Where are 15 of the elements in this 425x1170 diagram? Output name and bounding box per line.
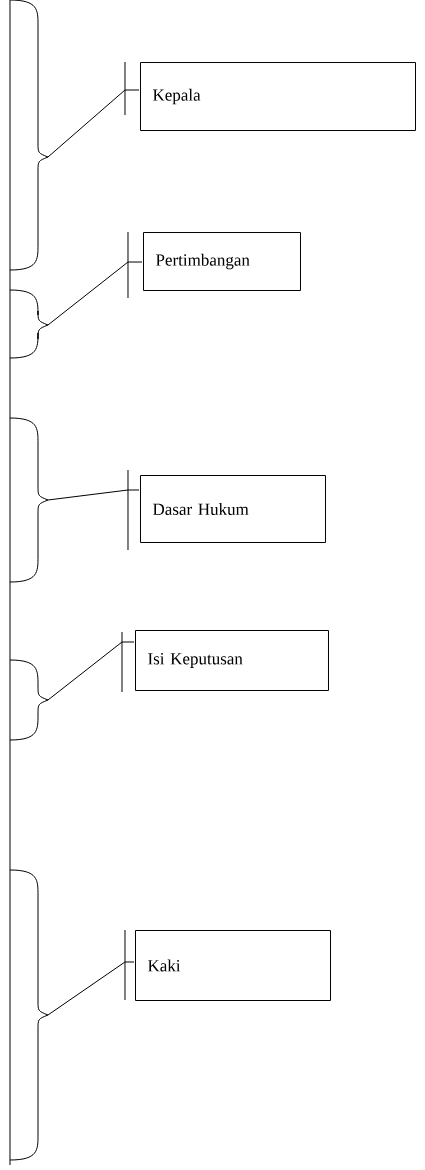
leader-line: [47, 489, 140, 501]
leader-line: [47, 961, 135, 1016]
brace: [9, 417, 49, 583]
text-box: Isi Keputusan: [135, 630, 329, 691]
text-box: Dasar Hukum: [140, 475, 326, 543]
brace: [9, 289, 49, 359]
text-box: Kaki: [135, 930, 331, 1001]
leader-line: [47, 641, 135, 701]
leader-line: [47, 89, 140, 158]
text-box: Kepala: [140, 62, 416, 131]
text-box: Pertimbangan: [143, 232, 301, 291]
leader-line: [47, 261, 143, 326]
brace: [9, 659, 49, 741]
brace: [9, 869, 49, 1161]
brace: [9, 0, 49, 271]
